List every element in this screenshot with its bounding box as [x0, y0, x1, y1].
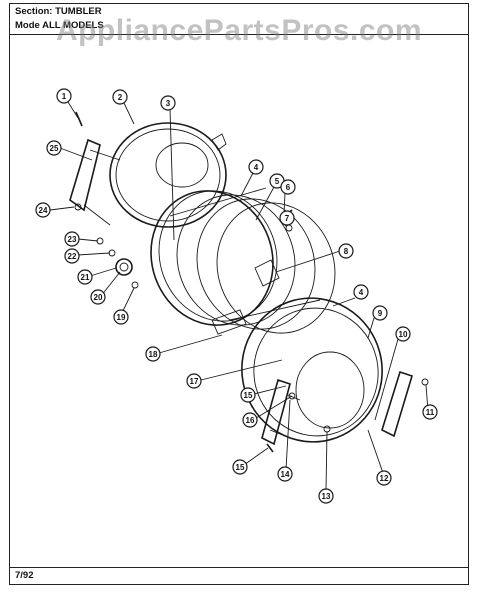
model-value: ALL MODELS [42, 20, 104, 31]
callout-15b: 15 [240, 387, 256, 403]
callout-22: 22 [64, 248, 80, 264]
diagram-header: Section: TUMBLER Mode ALL MODELS [9, 3, 469, 35]
drum-drawing [150, 187, 336, 335]
rear-bracket-drawing [69, 138, 121, 226]
rear-bulkhead-drawing [109, 122, 227, 228]
callout-18: 18 [145, 346, 161, 362]
callout-16: 16 [242, 412, 258, 428]
svg-text:13: 13 [322, 492, 331, 501]
svg-text:11: 11 [426, 408, 435, 417]
callout-15: 15 [232, 459, 248, 475]
callout-11: 11 [422, 404, 438, 420]
callout-17: 17 [186, 373, 202, 389]
callout-21: 21 [77, 269, 93, 285]
svg-text:15: 15 [236, 463, 245, 472]
svg-text:12: 12 [380, 474, 389, 483]
svg-text:5: 5 [275, 177, 280, 186]
svg-text:7: 7 [285, 214, 290, 223]
callout-1: 1 [56, 88, 72, 104]
svg-text:4: 4 [359, 288, 364, 297]
svg-text:4: 4 [254, 163, 259, 172]
callout-7: 7 [279, 210, 295, 226]
callout-23: 23 [64, 231, 80, 247]
svg-text:1: 1 [62, 92, 67, 101]
svg-text:24: 24 [39, 206, 48, 215]
section-label: Section: [15, 6, 53, 17]
svg-text:14: 14 [281, 470, 290, 479]
svg-text:3: 3 [166, 99, 171, 108]
svg-text:8: 8 [344, 247, 349, 256]
model-line: Mode ALL MODELS [15, 20, 104, 31]
svg-text:9: 9 [378, 309, 383, 318]
svg-text:10: 10 [399, 330, 408, 339]
section-value: TUMBLER [55, 6, 102, 17]
callout-4: 4 [248, 159, 264, 175]
svg-text:2: 2 [118, 93, 123, 102]
diagram-footer: 7/92 [9, 567, 469, 585]
callout-10: 10 [395, 326, 411, 342]
svg-text:18: 18 [149, 350, 158, 359]
svg-text:19: 19 [117, 313, 126, 322]
callout-24: 24 [35, 202, 51, 218]
svg-text:22: 22 [68, 252, 77, 261]
revision-date: 7/92 [15, 570, 34, 581]
callout-19: 19 [113, 309, 129, 325]
svg-text:17: 17 [190, 377, 199, 386]
front-bracket-drawing [261, 370, 413, 446]
svg-text:16: 16 [246, 416, 255, 425]
callout-25: 25 [46, 140, 62, 156]
watermark: AppliancePartsPros.com [55, 14, 423, 47]
callout-13: 13 [318, 488, 334, 504]
callout-14: 14 [277, 466, 293, 482]
callout-12: 12 [376, 470, 392, 486]
callout-20: 20 [90, 289, 106, 305]
svg-text:6: 6 [286, 183, 291, 192]
callout-2: 2 [112, 89, 128, 105]
model-label: Mode [15, 20, 40, 31]
svg-text:20: 20 [94, 293, 103, 302]
callout-3: 3 [160, 95, 176, 111]
callout-6: 6 [280, 179, 296, 195]
leader-lines [49, 101, 429, 491]
callout-4b: 4 [353, 284, 369, 300]
svg-text:25: 25 [50, 144, 59, 153]
front-bulkhead-drawing [241, 297, 383, 443]
svg-text:23: 23 [68, 235, 77, 244]
svg-text:15: 15 [244, 391, 253, 400]
callout-8: 8 [338, 243, 354, 259]
diagram-frame [9, 3, 469, 585]
callout-9: 9 [372, 305, 388, 321]
svg-text:21: 21 [81, 273, 90, 282]
section-line: Section: TUMBLER [15, 6, 102, 17]
